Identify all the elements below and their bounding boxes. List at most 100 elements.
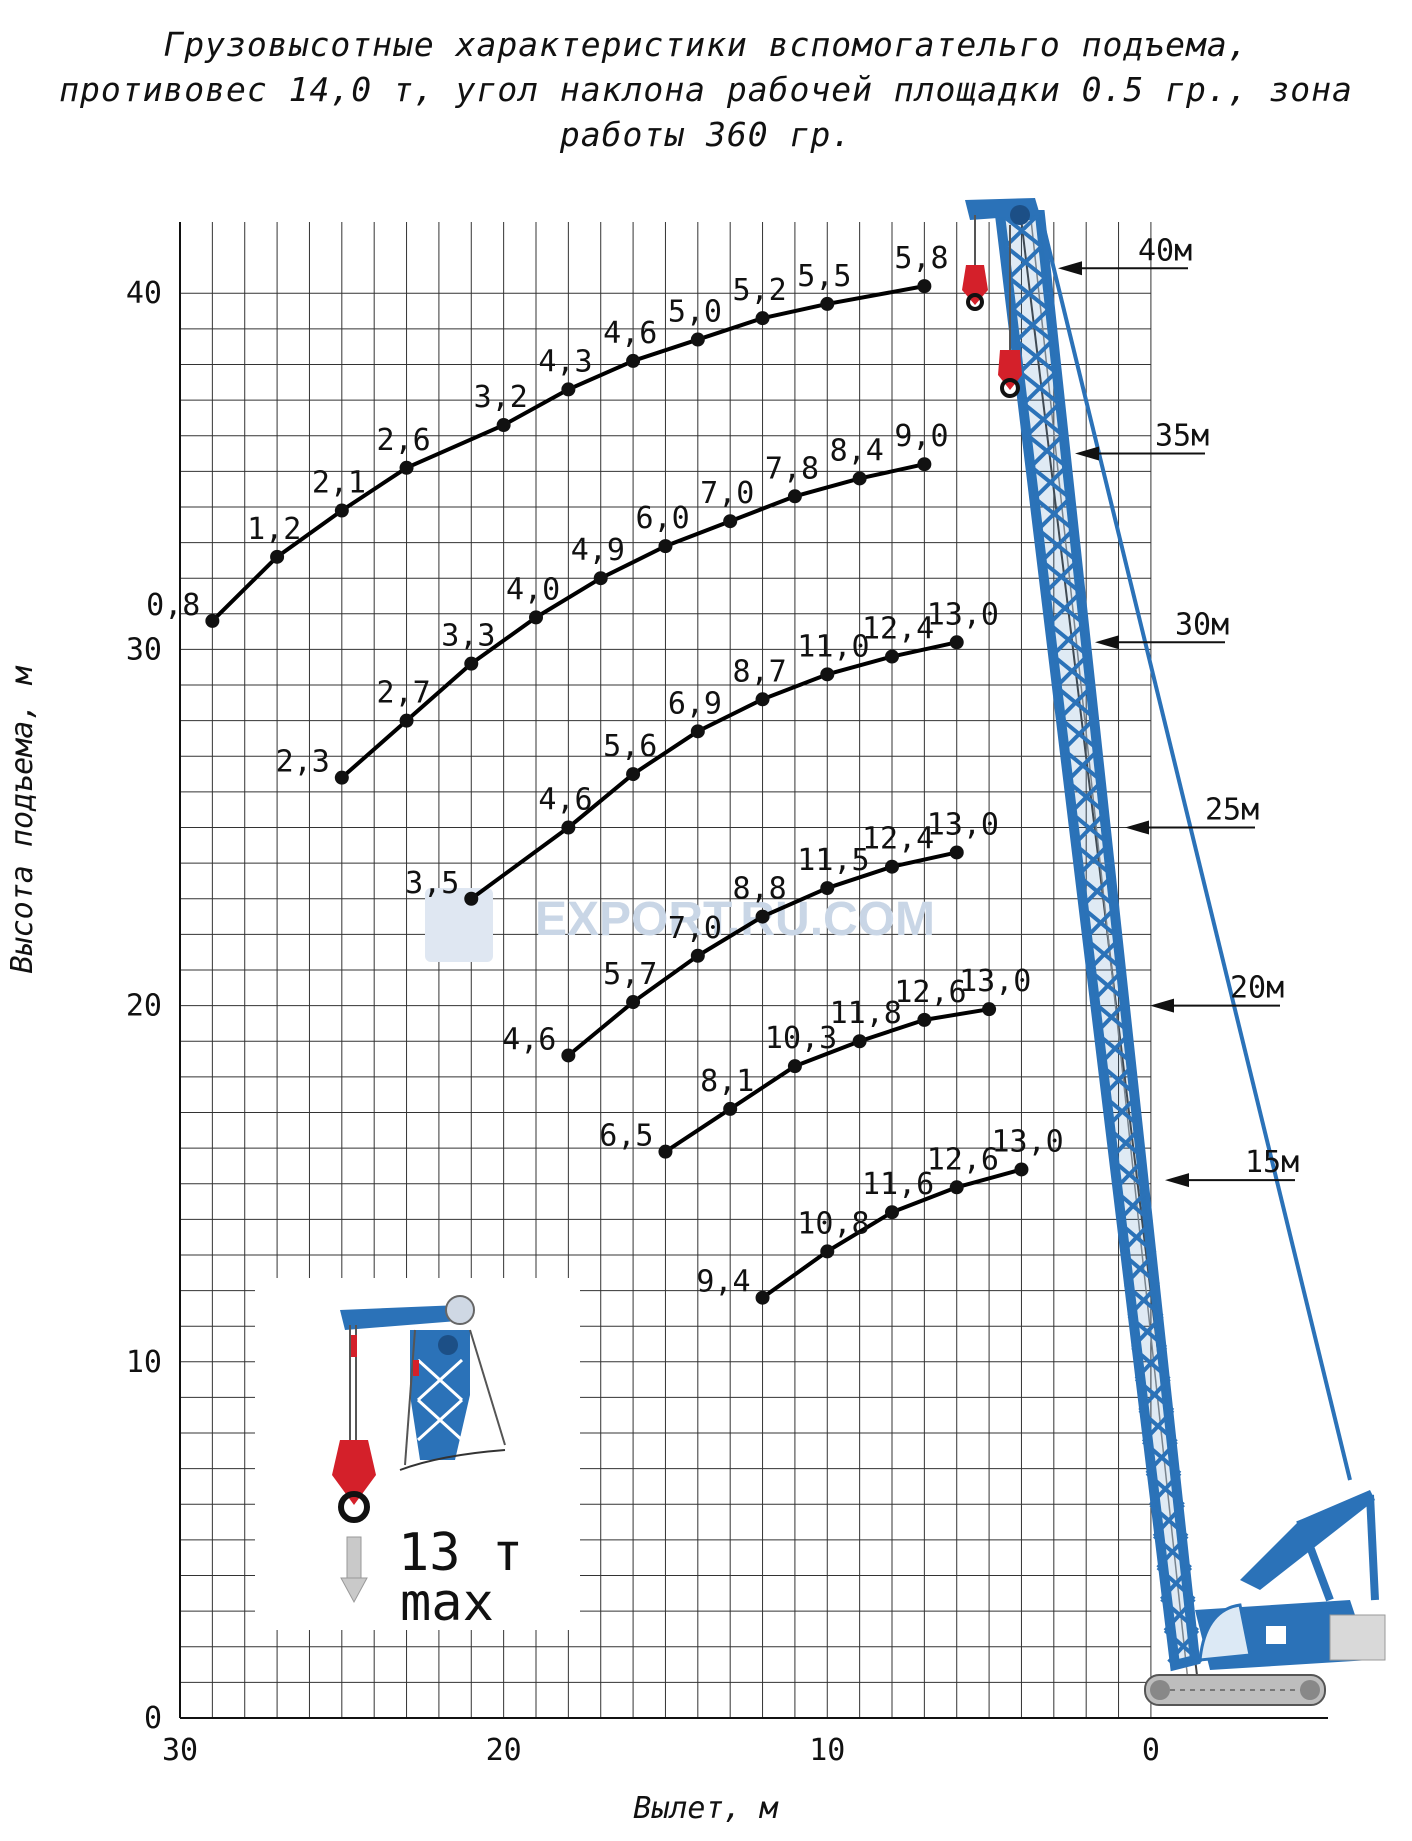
- data-point: [593, 571, 608, 586]
- data-point-label: 11,5: [797, 843, 869, 878]
- data-point-label: 10,8: [797, 1206, 869, 1241]
- data-point: [885, 1205, 899, 1220]
- data-point: [982, 1002, 997, 1017]
- data-point: [723, 1101, 738, 1116]
- max-load-caption: max: [400, 1573, 494, 1633]
- data-point-label: 8,1: [700, 1064, 754, 1099]
- data-point-label: 3,2: [474, 380, 528, 415]
- max-load-value: 13 т: [398, 1523, 523, 1583]
- data-point-label: 8,4: [830, 433, 884, 468]
- data-point: [270, 549, 285, 564]
- data-point-label: 7,0: [668, 911, 722, 946]
- data-point-label: 11,6: [862, 1167, 934, 1202]
- data-point: [626, 995, 641, 1010]
- data-point-label: 5,6: [603, 729, 657, 764]
- data-point-label: 7,8: [765, 451, 819, 486]
- x-axis-label: Вылет, м: [633, 1791, 778, 1826]
- data-point-label: 13,0: [927, 597, 999, 632]
- x-tick-label: 30: [162, 1733, 198, 1768]
- data-point-label: 10,3: [765, 1021, 837, 1056]
- boom-marker-label: 30м: [1175, 607, 1229, 642]
- data-point-label: 12,6: [894, 975, 966, 1010]
- aux-hook-icon: [962, 265, 988, 311]
- data-point: [820, 667, 835, 682]
- boom-marker-label: 40м: [1138, 233, 1192, 268]
- y-tick-label: 20: [126, 989, 162, 1024]
- y-tick-label: 10: [126, 1345, 162, 1380]
- crane-head: [965, 198, 1040, 350]
- data-point-label: 9,4: [696, 1265, 750, 1300]
- data-point: [820, 881, 835, 896]
- data-point: [334, 503, 349, 518]
- data-point-label: 1,2: [247, 512, 301, 547]
- data-point: [464, 891, 479, 906]
- chart-subtitle: противовес 14,0 т, угол наклона рабочей …: [59, 70, 1353, 154]
- down-arrow-icon: [340, 1536, 368, 1604]
- data-point: [496, 418, 511, 433]
- boom-marker-label: 20м: [1230, 971, 1284, 1006]
- data-point-label: 8,7: [733, 654, 787, 689]
- curve-series: [664, 1007, 990, 1154]
- boom-marker-arrow-icon: [1150, 998, 1174, 1013]
- x-tick-label: 0: [1142, 1733, 1160, 1768]
- data-point-label: 2,7: [377, 676, 431, 711]
- data-point-label: 2,3: [276, 745, 330, 780]
- data-point-label: 0,8: [146, 588, 200, 623]
- data-point: [949, 1180, 964, 1195]
- data-point-label: 7,0: [700, 476, 754, 511]
- data-point-label: 6,9: [668, 686, 722, 721]
- x-tick-label: 10: [809, 1733, 845, 1768]
- data-point: [820, 296, 835, 311]
- data-point-label: 4,6: [603, 316, 657, 351]
- data-point: [917, 457, 932, 472]
- watermark-text: EXPORT.RU.COM: [535, 893, 935, 946]
- y-tick-label: 30: [126, 632, 162, 667]
- data-point-label: 12,6: [927, 1142, 999, 1177]
- boom-marker-arrow-icon: [1075, 446, 1099, 461]
- data-point: [399, 460, 414, 475]
- data-point: [852, 1034, 867, 1049]
- data-point-label: 12,4: [862, 822, 934, 857]
- data-point: [885, 859, 899, 874]
- boom-marker-label: 35м: [1155, 419, 1209, 454]
- data-point-label: 13,0: [991, 1124, 1063, 1159]
- data-point-label: 8,8: [733, 872, 787, 907]
- data-point: [658, 1144, 673, 1159]
- watermark: EXPORT.RU.COM: [425, 888, 935, 962]
- curve-series: [340, 462, 925, 780]
- data-point: [917, 1012, 932, 1027]
- data-point-label: 6,5: [599, 1119, 653, 1154]
- watermark-logo-icon: [425, 888, 493, 962]
- data-point: [529, 610, 543, 625]
- data-point-label: 3,3: [441, 619, 495, 654]
- data-point-label: 4,0: [506, 572, 560, 607]
- data-point: [626, 767, 641, 782]
- crane-body: [1195, 1490, 1386, 1670]
- data-point: [561, 820, 576, 835]
- data-point-label: 2,6: [377, 423, 431, 458]
- data-point: [917, 279, 932, 294]
- boom-marker-label: 15м: [1245, 1145, 1299, 1180]
- data-point: [949, 635, 964, 650]
- data-point: [755, 692, 770, 707]
- chart-title: Грузовысотные характеристики вспомогател…: [163, 25, 1249, 64]
- data-point: [1014, 1162, 1029, 1177]
- data-point: [949, 845, 964, 860]
- data-point: [787, 1059, 802, 1074]
- data-point-label: 13,0: [959, 964, 1031, 999]
- chart-title-block: Грузовысотные характеристики вспомогател…: [0, 22, 1412, 157]
- data-point: [658, 539, 673, 554]
- data-point: [820, 1244, 835, 1259]
- data-point: [755, 909, 770, 924]
- data-point-label: 2,1: [312, 466, 366, 501]
- data-point: [690, 332, 705, 347]
- data-point-label: 5,0: [668, 295, 722, 330]
- data-point: [334, 770, 349, 785]
- data-point: [626, 353, 641, 368]
- data-point: [561, 1048, 576, 1063]
- boom-marker-arrow-icon: [1125, 820, 1149, 835]
- data-point: [787, 489, 802, 504]
- data-point-label: 5,2: [733, 273, 787, 308]
